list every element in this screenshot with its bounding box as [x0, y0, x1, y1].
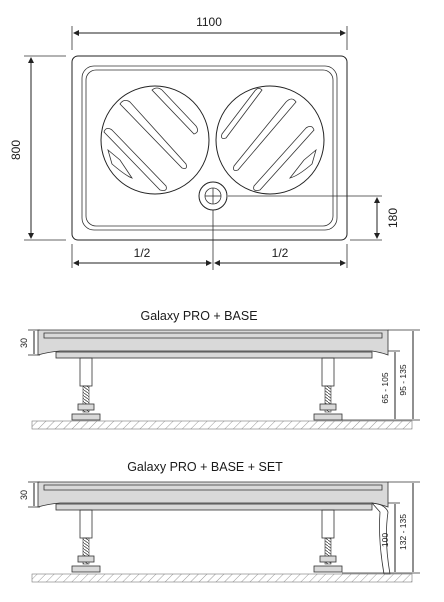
total-range-dimension-set: 132 - 135: [398, 483, 414, 572]
front-panel: [371, 502, 391, 575]
tray-profile-set: [37, 481, 389, 508]
side-view-set-title: Galaxy PRO + BASE + SET: [127, 460, 283, 474]
drain-icon: [198, 181, 228, 211]
leg-range-dimension: 65 - 105: [342, 329, 420, 421]
left-antislip-circle: [100, 85, 210, 195]
height-label: 800: [9, 140, 23, 160]
width-dimension: 1100: [71, 15, 348, 50]
right-antislip-circle: [215, 85, 325, 195]
drain-offset-label: 180: [386, 208, 400, 228]
side-view-base: Galaxy PRO + BASE 30: [19, 309, 420, 430]
side-view-set: Galaxy PRO + BASE + SET 30: [19, 460, 420, 583]
drain-offset-dimension: 180: [228, 195, 400, 241]
right-leg: [313, 357, 343, 421]
depth-label-set: 30: [19, 490, 29, 500]
tray-rim-inner: [85, 69, 334, 227]
base-frame: [55, 351, 373, 359]
base-frame-set: [55, 503, 373, 511]
leg-range-label: 65 - 105: [380, 372, 390, 403]
total-range-label-base: 95 - 135: [398, 364, 408, 395]
depth-dimension-base: 30: [19, 329, 40, 356]
right-leg-set: [313, 509, 343, 573]
tray-rim-outer: [81, 65, 338, 231]
tray-profile: [37, 329, 389, 356]
height-dimension: 800: [9, 55, 66, 241]
left-leg-set: [71, 509, 101, 573]
panel-dimension: 100: [342, 481, 420, 574]
floor-set: [31, 573, 413, 583]
half-left-label: 1/2: [134, 246, 151, 260]
half-right-label: 1/2: [272, 246, 289, 260]
panel-label: 100: [380, 533, 390, 547]
floor-base: [31, 420, 413, 430]
total-range-dimension-base: 95 - 135: [398, 331, 414, 419]
depth-label-base: 30: [19, 338, 29, 348]
tray-outline: [71, 55, 348, 241]
width-label: 1100: [196, 15, 222, 29]
depth-dimension-set: 30: [19, 481, 40, 508]
halves-dimension: 1/2 1/2: [71, 244, 348, 268]
left-leg: [71, 357, 101, 421]
top-view: 1100 800: [9, 15, 400, 270]
side-view-base-title: Galaxy PRO + BASE: [140, 309, 257, 323]
total-range-label-set: 132 - 135: [398, 514, 408, 550]
